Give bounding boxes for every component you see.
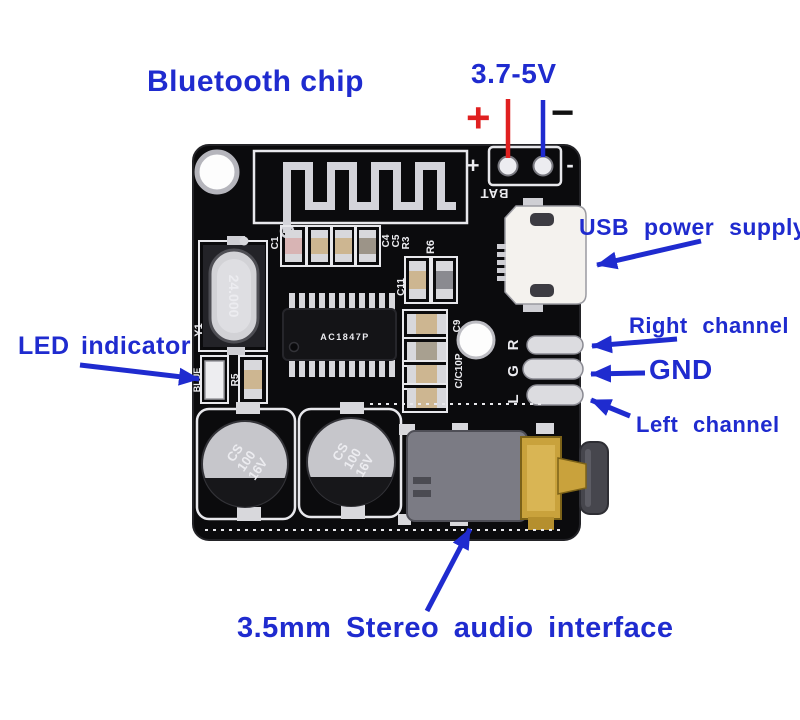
right-channel-pad <box>526 335 584 355</box>
antenna-trace <box>283 162 456 233</box>
plus-mark: + <box>466 94 492 141</box>
led-indicator-label: LED indicator <box>18 332 192 360</box>
jack-gold-latch <box>557 457 587 495</box>
silk-c10: C/C10P <box>454 353 465 388</box>
silk-c4: C4 <box>381 234 392 247</box>
passive-c4 <box>306 225 333 267</box>
crystal-oscillator: 24.000 Y1 <box>193 236 268 355</box>
silk-pad-g: G <box>505 365 522 377</box>
usb-slot-top <box>530 213 554 226</box>
board-hole <box>456 320 496 360</box>
annotation-arrows <box>79 238 702 613</box>
silk-pad-r: R <box>505 339 522 350</box>
jack-body <box>406 430 528 522</box>
gnd-arrow <box>590 364 646 383</box>
left-channel-pad <box>526 384 584 406</box>
passive-c11 <box>404 256 431 304</box>
silk-r6: R6 <box>425 240 437 254</box>
led-component <box>204 360 225 400</box>
audio-jack-arrow <box>424 527 473 613</box>
passive-group-c11-r6: R6 C11 <box>396 240 458 304</box>
passive-c10c <box>402 383 448 413</box>
pcb-board: + - BAT <box>192 144 609 541</box>
silk-c9: C9 <box>452 319 463 332</box>
ic-marking: AC1847P <box>320 332 370 342</box>
right-channel-arrow <box>591 335 678 354</box>
silk-y1: Y1 <box>193 323 205 336</box>
usb-arrow <box>596 238 702 270</box>
micro-usb-connector <box>497 198 587 312</box>
left-channel-label: Left channel <box>636 412 780 437</box>
audio-jack <box>398 423 609 530</box>
passive-r5 <box>238 355 268 404</box>
bat-pad-plus <box>497 155 519 177</box>
passive-c9 <box>402 309 448 339</box>
passive-column-c9-c10: C9 C/C10P <box>402 309 496 413</box>
cap-right-marking: CS 100 16V <box>329 440 377 480</box>
led-arrow <box>79 362 200 386</box>
silk-bat-minus: - <box>566 152 573 177</box>
left-channel-arrow <box>590 397 631 419</box>
passive-r6 <box>431 256 458 304</box>
passive-c10b <box>402 360 448 390</box>
ic-pins-top <box>289 293 395 310</box>
passive-r3 <box>354 225 381 267</box>
output-pads: R G L <box>505 335 584 406</box>
silk-c5: C5 <box>391 234 402 247</box>
minus-mark: − <box>551 91 575 135</box>
silk-pad-l: L <box>505 394 522 403</box>
ic-pins-bottom <box>289 360 395 377</box>
silk-c11: C11 <box>396 278 407 296</box>
gnd-label: GND <box>649 354 713 385</box>
usb-slot-bottom <box>530 284 554 297</box>
silk-c1: C1 <box>270 236 281 249</box>
silk-bat: BAT <box>480 186 509 201</box>
usb-power-label: USB power supply <box>579 214 800 240</box>
silk-crystal-freq: 24.000 <box>226 275 242 318</box>
passive-row-top: C1 C4 C5 R3 <box>239 225 412 267</box>
right-channel-label: Right channel <box>629 313 789 338</box>
voltage-label: 3.7-5V <box>471 58 557 89</box>
audio-interface-label: 3.5mm Stereo audio interface <box>237 612 674 644</box>
bat-pad-minus <box>532 155 554 177</box>
electrolytic-cap-left: CS 100 16V <box>195 402 297 521</box>
silk-r5: R5 <box>230 373 241 386</box>
ic-body <box>282 308 397 361</box>
ic-chip: AC1847P <box>282 293 397 377</box>
electrolytic-cap-right: CS 100 16V <box>297 402 403 519</box>
silk-r3: R3 <box>401 236 412 249</box>
silk-bat-plus: + <box>467 153 480 178</box>
gnd-pad <box>522 358 584 380</box>
bluetooth-chip-label: Bluetooth chip <box>147 65 364 98</box>
usb-body <box>504 205 587 305</box>
mounting-hole <box>194 149 240 195</box>
